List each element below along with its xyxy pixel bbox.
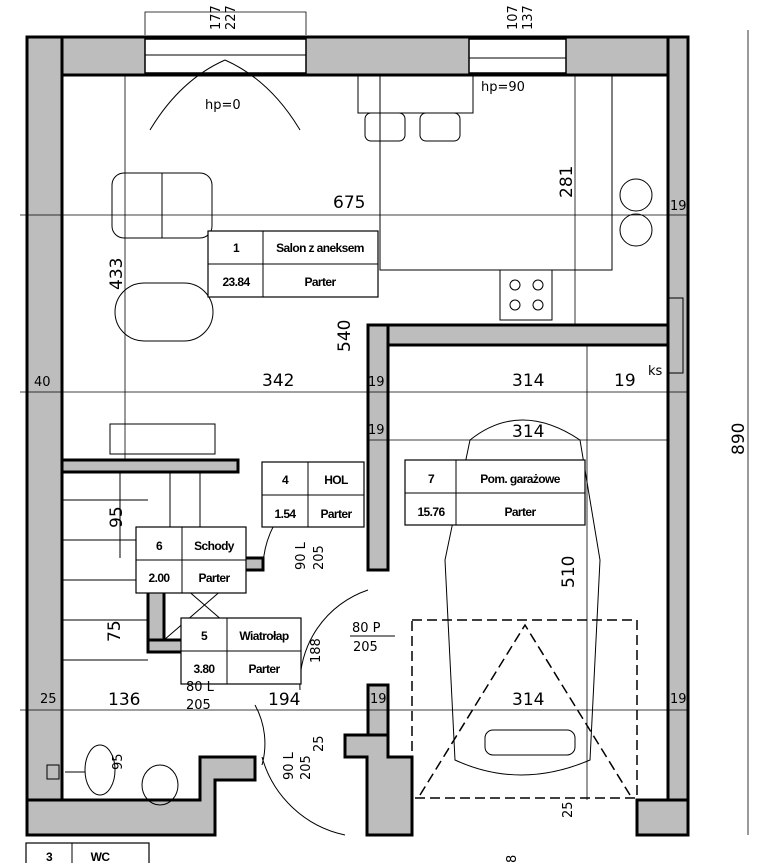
dim-label: 19 (670, 199, 687, 214)
dim-label: 95 (107, 506, 127, 528)
room-level: Parter (198, 571, 230, 585)
room-level: Parter (248, 662, 280, 676)
room-name: Pom. garażowe (480, 472, 560, 486)
dim-label: 137 (521, 5, 536, 30)
dim-label: 136 (108, 690, 140, 710)
room-number: 3 (46, 850, 53, 863)
room-number: 6 (156, 539, 163, 553)
room-level: Parter (320, 507, 352, 521)
dim-label: 107 (506, 5, 521, 30)
door-height: 205 (186, 698, 211, 713)
room-level: Parter (304, 275, 336, 289)
door-label: 90 L (294, 541, 309, 570)
room-area: 3.80 (194, 662, 216, 676)
room-level: Parter (504, 505, 536, 519)
doors (149, 59, 369, 836)
walls (25, 35, 690, 837)
room-name: Schody (194, 539, 235, 553)
dim-label: 342 (262, 371, 294, 391)
dim-label: 25 (312, 735, 327, 752)
dim-label: 95 (111, 753, 126, 770)
dim-label: 19 (614, 371, 636, 391)
door-height: 205 (312, 545, 327, 570)
room-label-6: 6 Schody 2.00 Parter (135, 526, 247, 594)
door-height: 205 (353, 640, 378, 655)
hp-label: hp=0 (205, 98, 241, 113)
dim-label: 75 (105, 620, 125, 642)
door-label: 80 L (186, 680, 215, 695)
dim-label: 188 (309, 638, 324, 663)
door-label: 90 L (282, 751, 297, 780)
dim-label: 19 (368, 423, 385, 438)
dim-label: 314 (512, 422, 544, 442)
garage-door-outline (411, 619, 638, 799)
dim-label: 8 (505, 855, 520, 863)
dim-label: 433 (107, 258, 127, 290)
dimension-labels: 177 227 107 137 675 281 19 433 540 40 34… (34, 5, 749, 863)
dim-label: 540 (335, 320, 355, 352)
dim-label: 19 (370, 692, 387, 707)
room-name: Salon z aneksem (276, 241, 364, 255)
dim-label: 227 (224, 5, 239, 30)
dim-label: 19 (670, 692, 687, 707)
dim-label: 25 (561, 801, 576, 818)
furniture (46, 74, 684, 806)
door-height: 205 (299, 755, 314, 780)
dim-label: 510 (559, 556, 579, 588)
dim-label: 25 (40, 692, 57, 707)
room-area: 1.54 (275, 507, 297, 521)
room-label-3: 3 WC (25, 842, 150, 863)
ks-label: ks (648, 364, 663, 379)
room-label-5: 5 Wiatrołap 3.80 Parter (180, 617, 302, 685)
door-label: 80 P (352, 621, 381, 636)
dim-label: 281 (557, 166, 577, 198)
dim-label: 675 (333, 193, 365, 213)
room-label-1: 1 Salon z aneksem 23.84 Parter (207, 230, 379, 298)
annotations: hp=0 hp=90 ks 80 P 205 90 L 205 80 L 205… (186, 80, 663, 780)
room-name: Wiatrołap (239, 629, 288, 643)
dim-label: 314 (512, 371, 544, 391)
dim-label: 194 (268, 690, 300, 710)
dim-label: 890 (729, 423, 749, 455)
room-area: 2.00 (149, 571, 171, 585)
dim-label: 314 (512, 690, 544, 710)
dim-label: 177 (209, 5, 224, 30)
room-number: 4 (282, 473, 289, 487)
windows (144, 11, 567, 74)
dim-label: 40 (34, 375, 51, 390)
room-label-4: 4 HOL 1.54 Parter (261, 461, 365, 528)
room-number: 7 (428, 472, 435, 486)
dim-label: 19 (368, 375, 385, 390)
room-name: HOL (324, 473, 348, 487)
room-area: 15.76 (417, 505, 445, 519)
room-area: 23.84 (222, 275, 250, 289)
dimension-lines (20, 30, 749, 835)
room-label-7: 7 Pom. garażowe 15.76 Parter (404, 459, 586, 526)
room-number: 1 (233, 241, 240, 255)
room-name: WC (91, 850, 111, 863)
room-number: 5 (201, 629, 208, 643)
hp-label: hp=90 (481, 80, 525, 95)
